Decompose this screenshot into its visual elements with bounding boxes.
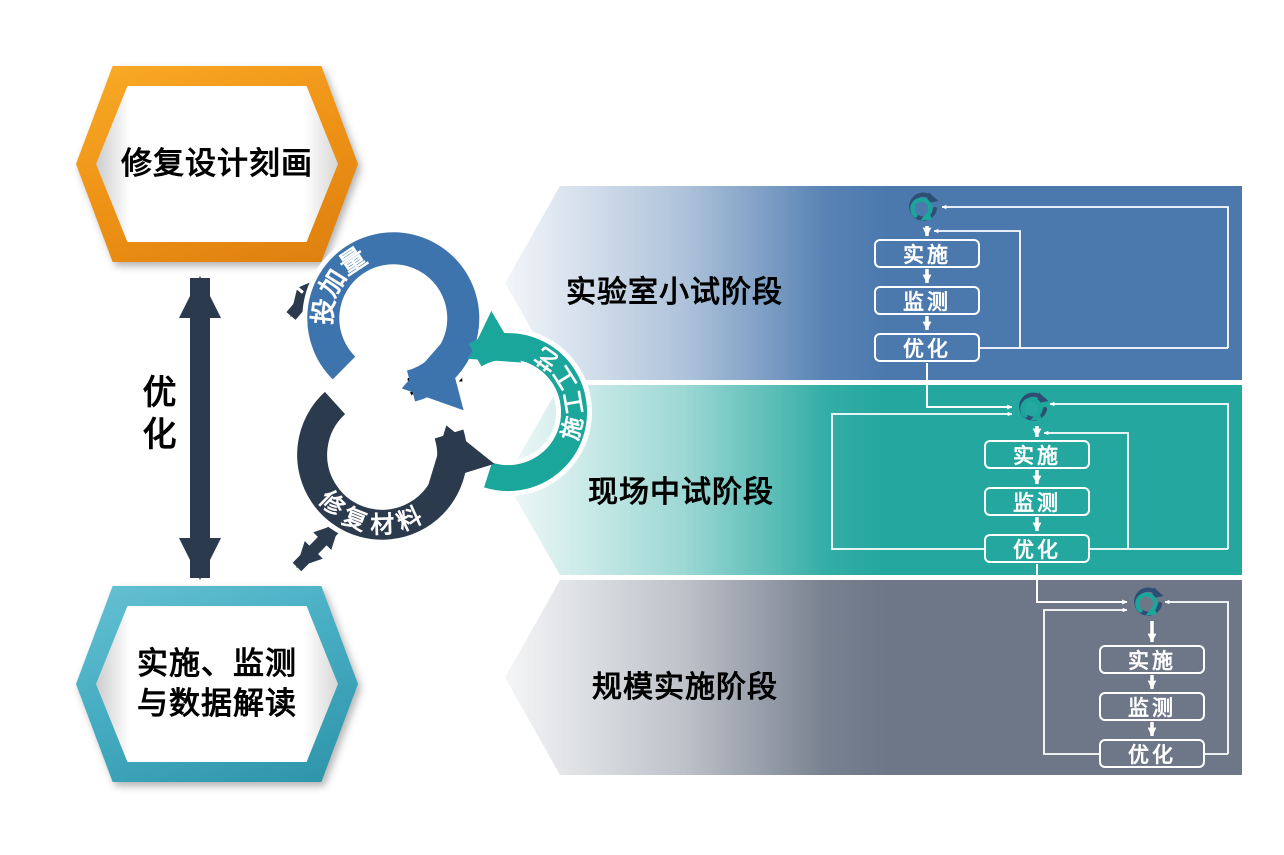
navy-arc-label: 修复材料	[313, 485, 430, 539]
cycle-center-label: 设计	[407, 369, 465, 399]
pilot-step-optimize: 优化	[984, 534, 1090, 563]
bottom-diagonal-double-arrow	[292, 519, 344, 572]
bottom-plaque: 实施、监测 与数据解读	[76, 586, 358, 782]
scale-step-optimize: 优化	[1099, 739, 1205, 768]
navy-cycle-arc	[312, 403, 452, 525]
stage-label-pilot: 现场中试阶段	[588, 476, 774, 509]
top-plaque-frame: 修复设计刻画	[76, 66, 358, 262]
scale-step-implement: 实施	[1099, 645, 1205, 674]
pilot-step-monitor: 监测	[984, 487, 1090, 516]
stage-label-scale: 规模实施阶段	[592, 671, 778, 704]
bottom-plaque-label-line1: 实施、监测	[137, 646, 297, 682]
lab-step-monitor: 监测	[874, 286, 980, 315]
pilot-step-implement: 实施	[984, 440, 1090, 469]
navy-arc-label-text: 修复材料	[313, 485, 426, 539]
lab-step-implement: 实施	[874, 239, 980, 268]
top-plaque: 修复设计刻画	[76, 66, 358, 262]
teal-cycle-arrowhead	[468, 310, 522, 367]
bottom-plaque-label-line2: 与数据解读	[137, 686, 297, 721]
stage-label-lab: 实验室小试阶段	[566, 276, 783, 309]
bottom-plaque-frame: 实施、监测 与数据解读	[76, 586, 358, 782]
navy-arc-casing	[312, 403, 452, 525]
top-plaque-face: 修复设计刻画	[96, 86, 338, 242]
scale-step-monitor: 监测	[1099, 692, 1205, 721]
bottom-plaque-face: 实施、监测 与数据解读	[96, 606, 338, 762]
vertical-arrow-label: 优化	[137, 374, 175, 458]
top-plaque-label: 修复设计刻画	[121, 146, 313, 182]
top-diagonal-double-arrow	[286, 273, 329, 320]
lab-step-optimize: 优化	[874, 333, 980, 362]
